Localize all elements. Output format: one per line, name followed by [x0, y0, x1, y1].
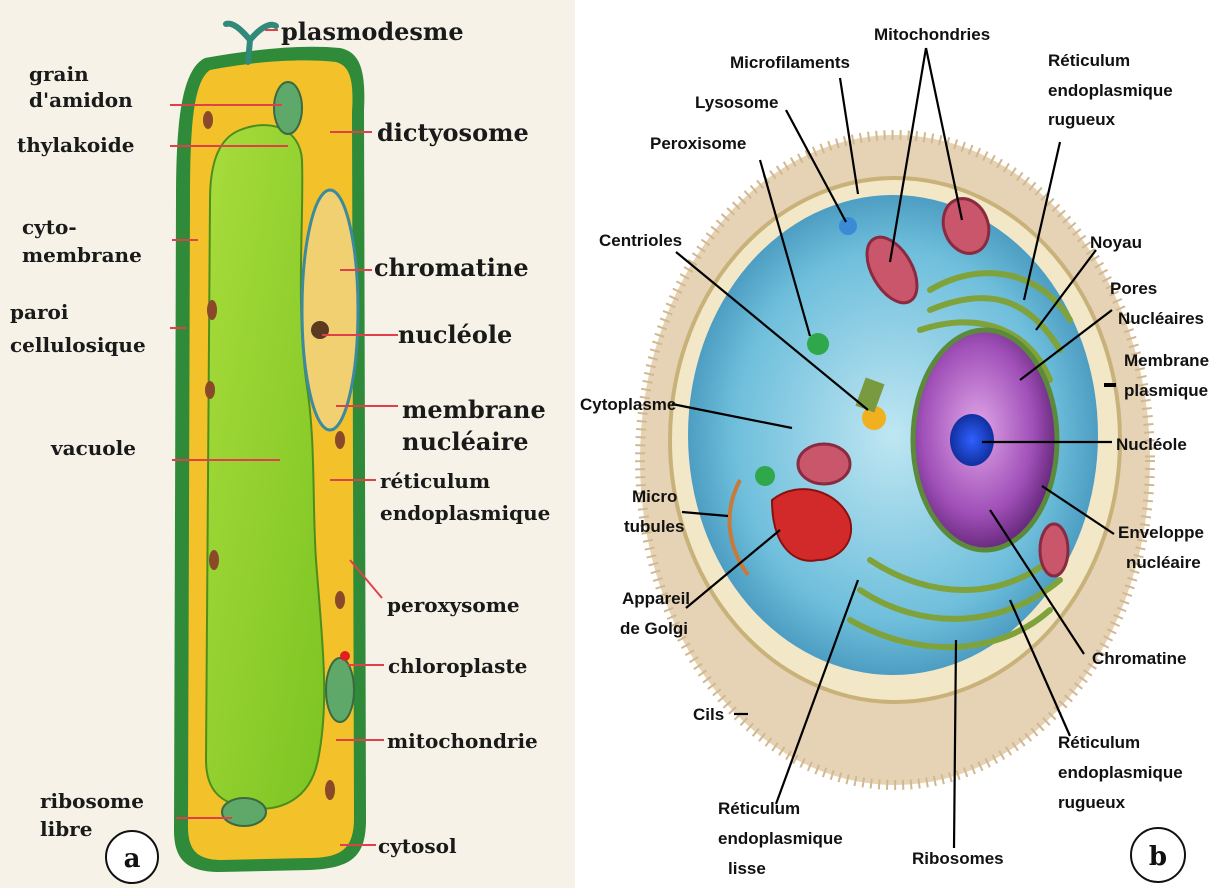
- label-microfilaments: Microfilaments: [730, 53, 850, 72]
- label-golgi-1: Appareil: [622, 589, 690, 608]
- label-paroi-2: cellulosique: [10, 333, 146, 357]
- green-vesicle-shape: [755, 466, 775, 486]
- badge-b-letter: b: [1149, 842, 1167, 872]
- label-nucleole-b: Nucléole: [1116, 435, 1187, 454]
- label-membrane-plasmique-1: Membrane: [1124, 351, 1209, 370]
- label-micro-2: tubules: [624, 517, 684, 536]
- label-rel-1: Réticulum: [718, 799, 800, 818]
- label-vacuole: vacuole: [50, 436, 136, 460]
- label-rer-bottom-3: rugueux: [1058, 793, 1126, 812]
- label-lysosome: Lysosome: [695, 93, 778, 112]
- label-pores-1: Pores: [1110, 279, 1157, 298]
- label-cytosol: cytosol: [378, 834, 457, 858]
- label-rer-top-2: endoplasmique: [1048, 81, 1173, 100]
- nucleolus-b: [950, 414, 994, 466]
- label-chloroplaste: chloroplaste: [388, 654, 527, 678]
- label-thylakoide: thylakoide: [17, 133, 134, 157]
- label-enveloppe-2: nucléaire: [1126, 553, 1201, 572]
- label-rer-top-1: Réticulum: [1048, 51, 1130, 70]
- label-paroi-1: paroi: [10, 300, 69, 324]
- badge-a-letter: a: [124, 844, 141, 874]
- nucleus-a: [302, 190, 358, 430]
- label-mitochondries: Mitochondries: [874, 25, 990, 44]
- panel-a: plasmodesme grain d'amidon thylakoide di…: [0, 0, 575, 888]
- chloroplast-bottom: [222, 798, 266, 826]
- label-pores-2: Nucléaires: [1118, 309, 1204, 328]
- label-micro-1: Micro: [632, 487, 677, 506]
- label-cils: Cils: [693, 705, 724, 724]
- label-peroxysome: peroxysome: [387, 593, 520, 617]
- label-rer-bottom-1: Réticulum: [1058, 733, 1140, 752]
- membrane-tick: [1104, 383, 1116, 387]
- nucleolus-a: [311, 321, 329, 339]
- label-chromatine-b: Chromatine: [1092, 649, 1186, 668]
- badge-b: b: [1131, 828, 1185, 882]
- label-rer-bottom-2: endoplasmique: [1058, 763, 1183, 782]
- label-centrioles: Centrioles: [599, 231, 682, 250]
- label-dictyosome: dictyosome: [377, 118, 529, 147]
- label-nucleole-a: nucléole: [398, 320, 512, 349]
- label-peroxisome: Peroxisome: [650, 134, 746, 153]
- label-grain-amidon-1: grain: [29, 62, 89, 86]
- badge-a: a: [106, 831, 158, 883]
- panel-divider: [575, 0, 579, 888]
- label-ribosomes: Ribosomes: [912, 849, 1004, 868]
- label-cytoplasme: Cytoplasme: [580, 395, 676, 414]
- label-mitochondrie: mitochondrie: [387, 729, 538, 753]
- label-membrane-nucleaire-1: membrane: [402, 395, 546, 424]
- label-ribosome-2: libre: [40, 817, 92, 841]
- label-cyto-membrane-1: cyto-: [22, 215, 77, 239]
- label-rel-3: lisse: [728, 859, 766, 878]
- label-membrane-plasmique-2: plasmique: [1124, 381, 1208, 400]
- panel-b: Mitochondries Microfilaments Réticulum e…: [580, 25, 1209, 882]
- label-rel-2: endoplasmique: [718, 829, 843, 848]
- label-reticulum-2: endoplasmique: [380, 501, 550, 525]
- label-plasmodesme: plasmodesme: [281, 17, 464, 46]
- peroxysome-shape: [340, 651, 350, 661]
- label-noyau: Noyau: [1090, 233, 1142, 252]
- lysosome-shape: [839, 217, 857, 235]
- label-enveloppe-1: Enveloppe: [1118, 523, 1204, 542]
- label-rer-top-3: rugueux: [1048, 110, 1116, 129]
- chloroplast-mid: [326, 658, 354, 722]
- chloroplast-top: [274, 82, 302, 134]
- label-golgi-2: de Golgi: [620, 619, 688, 638]
- label-reticulum-1: réticulum: [380, 469, 490, 493]
- label-ribosome-1: ribosome: [40, 789, 144, 813]
- label-chromatine-a: chromatine: [374, 253, 529, 282]
- label-membrane-nucleaire-2: nucléaire: [402, 427, 528, 456]
- peroxisome-shape: [807, 333, 829, 355]
- label-grain-amidon-2: d'amidon: [29, 88, 133, 112]
- label-cyto-membrane-2: membrane: [22, 243, 142, 267]
